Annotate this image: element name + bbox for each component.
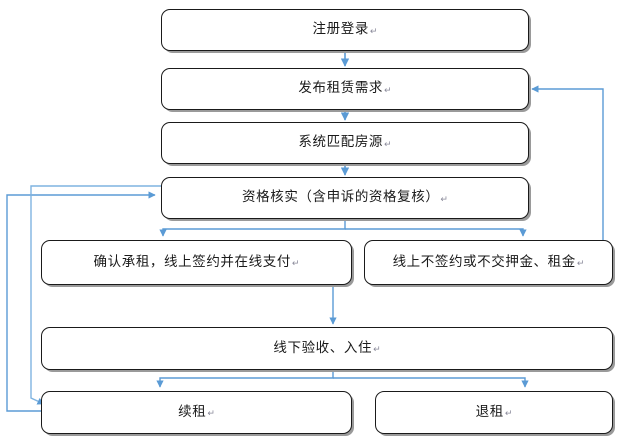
node-match-house[interactable]: 系统匹配房源 ↵ — [161, 122, 529, 164]
node-publish-demand-label: 发布租赁需求 — [298, 80, 384, 97]
node-verify-label: 资格核实（含申诉的资格复核） — [242, 189, 440, 206]
node-checkout[interactable]: 退租 ↵ — [375, 391, 613, 434]
paragraph-mark-icon: ↵ — [373, 344, 381, 354]
node-register-label: 注册登录 — [312, 21, 369, 38]
node-renew-label: 续租 — [178, 403, 207, 420]
paragraph-mark-icon: ↵ — [384, 84, 392, 95]
connector-verify-split — [159, 219, 527, 237]
paragraph-mark-icon: ↵ — [384, 138, 392, 149]
connector-inspect-split — [156, 370, 529, 388]
paragraph-mark-icon: ↵ — [440, 193, 448, 204]
node-confirm-rent-label: 确认承租，线上签约并在线支付 — [93, 253, 291, 270]
paragraph-mark-icon: ↵ — [504, 408, 513, 418]
node-inspect-movein-label: 线下验收、入住 — [273, 339, 373, 356]
node-register[interactable]: 注册登录 ↵ — [161, 9, 529, 51]
node-publish-demand[interactable]: 发布租赁需求 ↵ — [161, 68, 529, 110]
node-match-house-label: 系统匹配房源 — [298, 134, 384, 151]
paragraph-mark-icon: ↵ — [369, 25, 378, 36]
connector-renew-to-verify-outer — [6, 191, 156, 412]
connector-no-contract-to-publish — [531, 85, 604, 240]
node-no-contract[interactable]: 线上不签约或不交押金、租金 ↵ — [364, 240, 613, 285]
node-checkout-label: 退租 — [475, 403, 504, 420]
node-inspect-movein[interactable]: 线下验收、入住 ↵ — [41, 327, 613, 370]
paragraph-mark-icon: ↵ — [576, 258, 585, 268]
paragraph-mark-icon: ↵ — [291, 258, 300, 268]
paragraph-mark-icon: ↵ — [207, 408, 215, 418]
node-confirm-rent[interactable]: 确认承租，线上签约并在线支付 ↵ — [41, 240, 352, 285]
connector-verify-to-renew-inner — [30, 185, 161, 405]
node-renew[interactable]: 续租 ↵ — [41, 391, 352, 434]
node-no-contract-label: 线上不签约或不交押金、租金 — [392, 253, 576, 270]
node-verify[interactable]: 资格核实（含申诉的资格复核） ↵ — [161, 177, 529, 219]
